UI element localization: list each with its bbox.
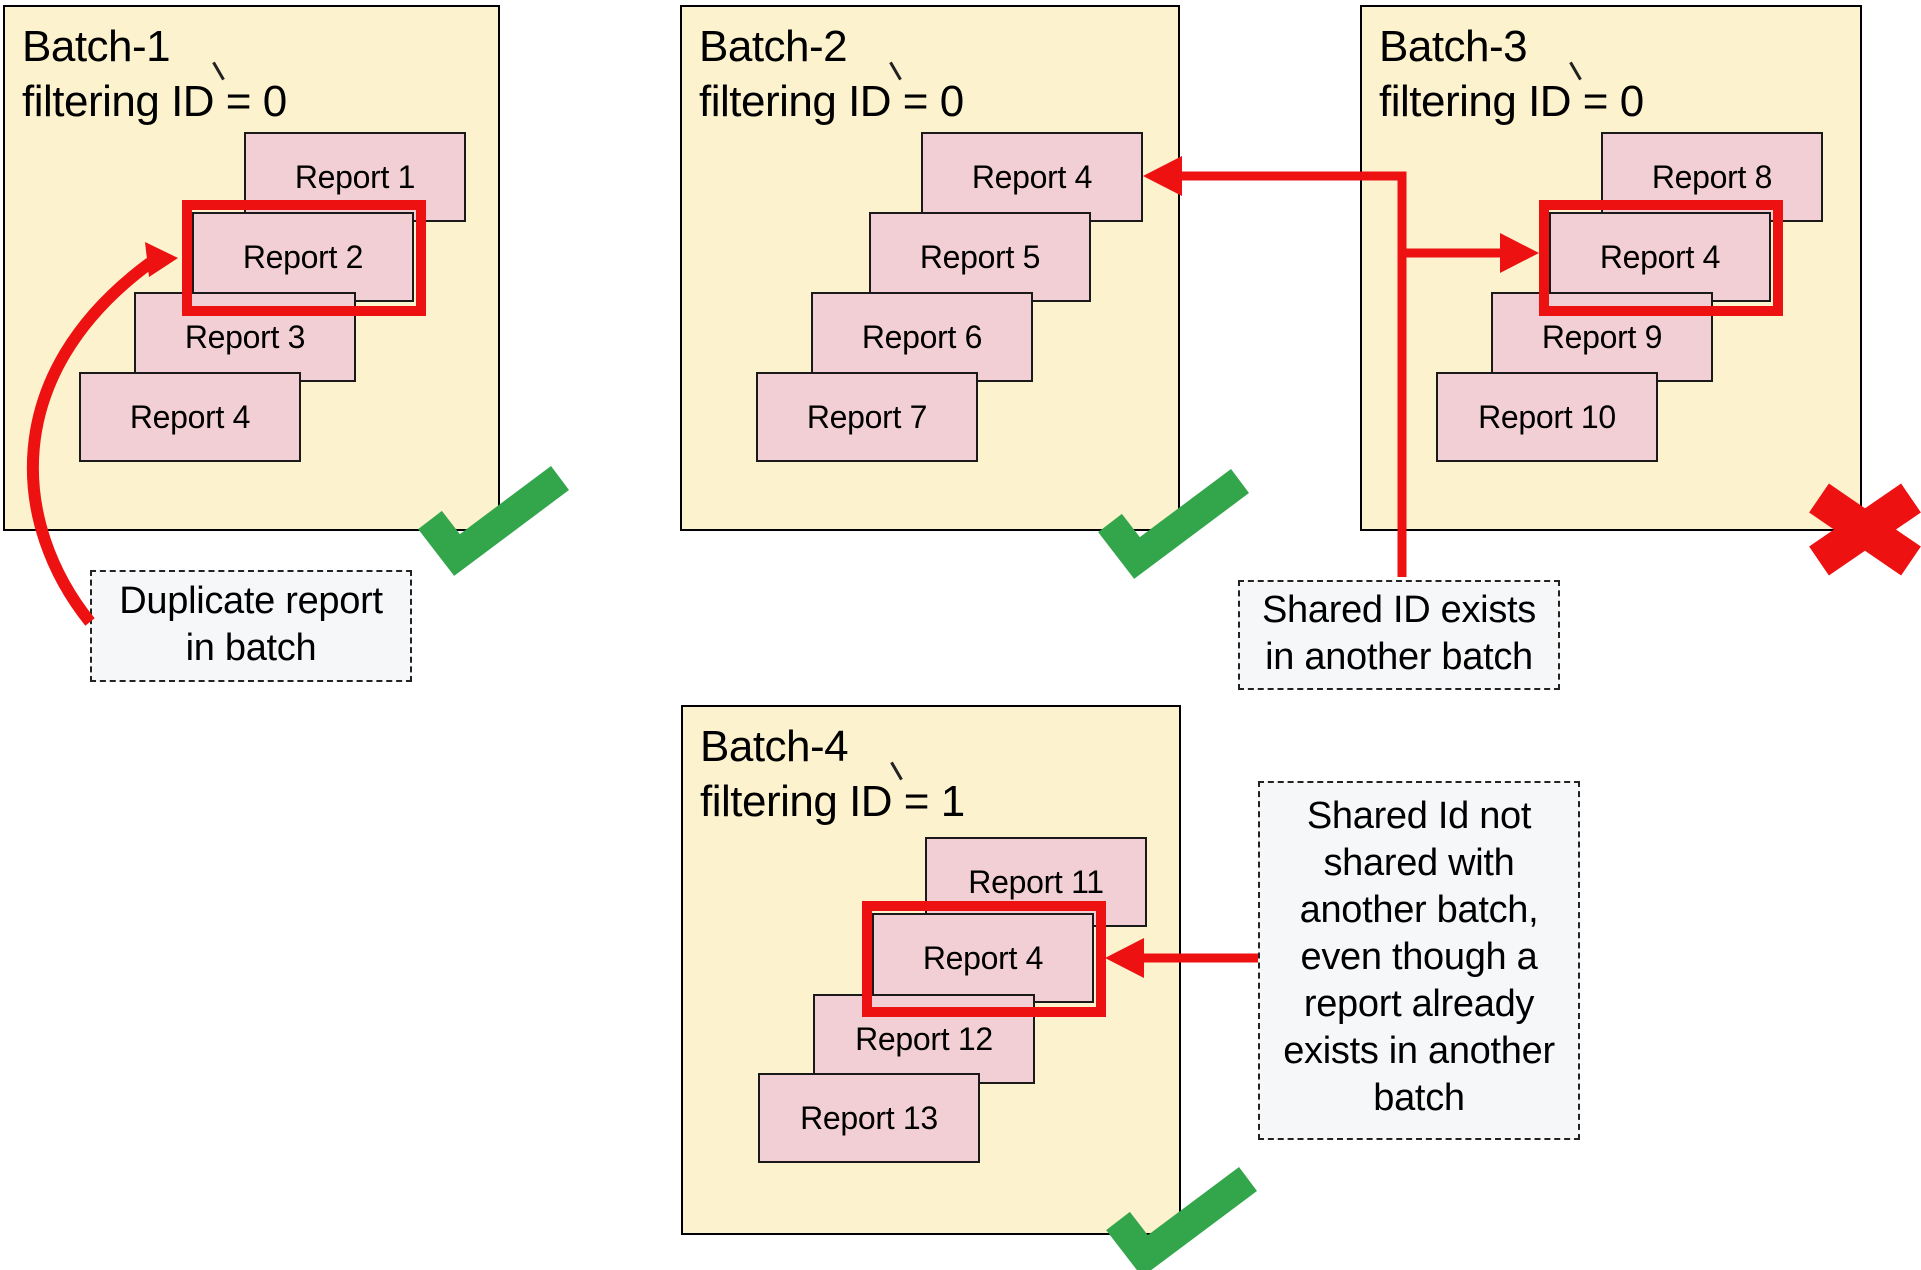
report-label: Report 13 bbox=[800, 1099, 938, 1136]
shared-report-highlight-frame bbox=[1539, 200, 1783, 316]
report-card: Report 4 bbox=[921, 132, 1143, 222]
batch-4-title-line2: filtering ID = 1 bbox=[700, 777, 965, 826]
report-label: Report 11 bbox=[968, 863, 1104, 900]
batch-2-title-line2: filtering ID = 0 bbox=[699, 77, 964, 126]
batch-1-box: Batch-1 filtering ID = 0 Report 1 Report… bbox=[3, 5, 500, 531]
batch-1-title-line2: filtering ID = 0 bbox=[22, 77, 287, 126]
annotation-line: Shared ID exists bbox=[1262, 589, 1536, 631]
batch-4-title: Batch-4 filtering ID = 1 bbox=[700, 719, 965, 829]
annotation-line: exists in another bbox=[1283, 1030, 1555, 1072]
report-card: Report 4 bbox=[872, 913, 1094, 1003]
report-label: Report 8 bbox=[1651, 158, 1773, 195]
report-label: Report 4 bbox=[922, 939, 1044, 976]
report-label: Report 10 bbox=[1478, 398, 1616, 435]
batch-1-title-line1: Batch-1 bbox=[22, 22, 171, 71]
report-label: Report 4 bbox=[129, 398, 251, 435]
shared-id-exists-annotation: Shared ID exists in another batch bbox=[1238, 580, 1560, 690]
batch-4-title-line1: Batch-4 bbox=[700, 722, 849, 771]
annotation-line: even though a bbox=[1300, 936, 1538, 978]
report-label: Report 1 bbox=[294, 158, 416, 195]
batch-3-box: Batch-3 filtering ID = 0 Report 8 Report… bbox=[1360, 5, 1862, 531]
report-card: Report 11 bbox=[925, 837, 1147, 927]
report-card: Report 5 bbox=[869, 212, 1091, 302]
annotation-line: Duplicate report bbox=[119, 580, 383, 622]
annotation-line: another batch, bbox=[1299, 889, 1539, 931]
report-label: Report 4 bbox=[1599, 238, 1721, 275]
annotation-line: in batch bbox=[185, 627, 317, 669]
report-label: Report 12 bbox=[855, 1020, 993, 1057]
batch-2-title-line1: Batch-2 bbox=[699, 22, 848, 71]
report-label: Report 6 bbox=[861, 318, 983, 355]
report-label: Report 7 bbox=[806, 398, 928, 435]
batch-3-title-line2: filtering ID = 0 bbox=[1379, 77, 1644, 126]
batch-2-box: Batch-2 filtering ID = 0 Report 4 Report… bbox=[680, 5, 1180, 531]
batch-3-title: Batch-3 filtering ID = 0 bbox=[1379, 19, 1644, 129]
annotation-line: in another batch bbox=[1265, 636, 1533, 678]
batch-2-title: Batch-2 filtering ID = 0 bbox=[699, 19, 964, 129]
report-card: Report 4 bbox=[79, 372, 301, 462]
report-card: Report 10 bbox=[1436, 372, 1658, 462]
report-card: Report 6 bbox=[811, 292, 1033, 382]
annotation-line: report already bbox=[1303, 983, 1535, 1025]
report-label: Report 9 bbox=[1541, 318, 1663, 355]
report-label: Report 4 bbox=[971, 158, 1093, 195]
report-label: Report 3 bbox=[184, 318, 306, 355]
shared-id-not-shared-annotation: Shared Id not shared with another batch,… bbox=[1258, 781, 1580, 1140]
batch-3-title-line1: Batch-3 bbox=[1379, 22, 1528, 71]
report-label: Report 5 bbox=[919, 238, 1041, 275]
annotation-line: shared with bbox=[1323, 842, 1515, 884]
shared-report-highlight-frame bbox=[862, 901, 1106, 1017]
annotation-line: batch bbox=[1373, 1077, 1465, 1119]
report-label: Report 2 bbox=[242, 238, 364, 275]
batch-1-title: Batch-1 filtering ID = 0 bbox=[22, 19, 287, 129]
duplicate-report-highlight-frame bbox=[182, 200, 426, 316]
report-card: Report 13 bbox=[758, 1073, 980, 1163]
annotation-line: Shared Id not bbox=[1306, 795, 1532, 837]
report-card: Report 7 bbox=[756, 372, 978, 462]
batch-4-box: Batch-4 filtering ID = 1 Report 11 Repor… bbox=[681, 705, 1181, 1235]
duplicate-report-annotation: Duplicate report in batch bbox=[90, 570, 412, 682]
report-card: Report 4 bbox=[1549, 212, 1771, 302]
